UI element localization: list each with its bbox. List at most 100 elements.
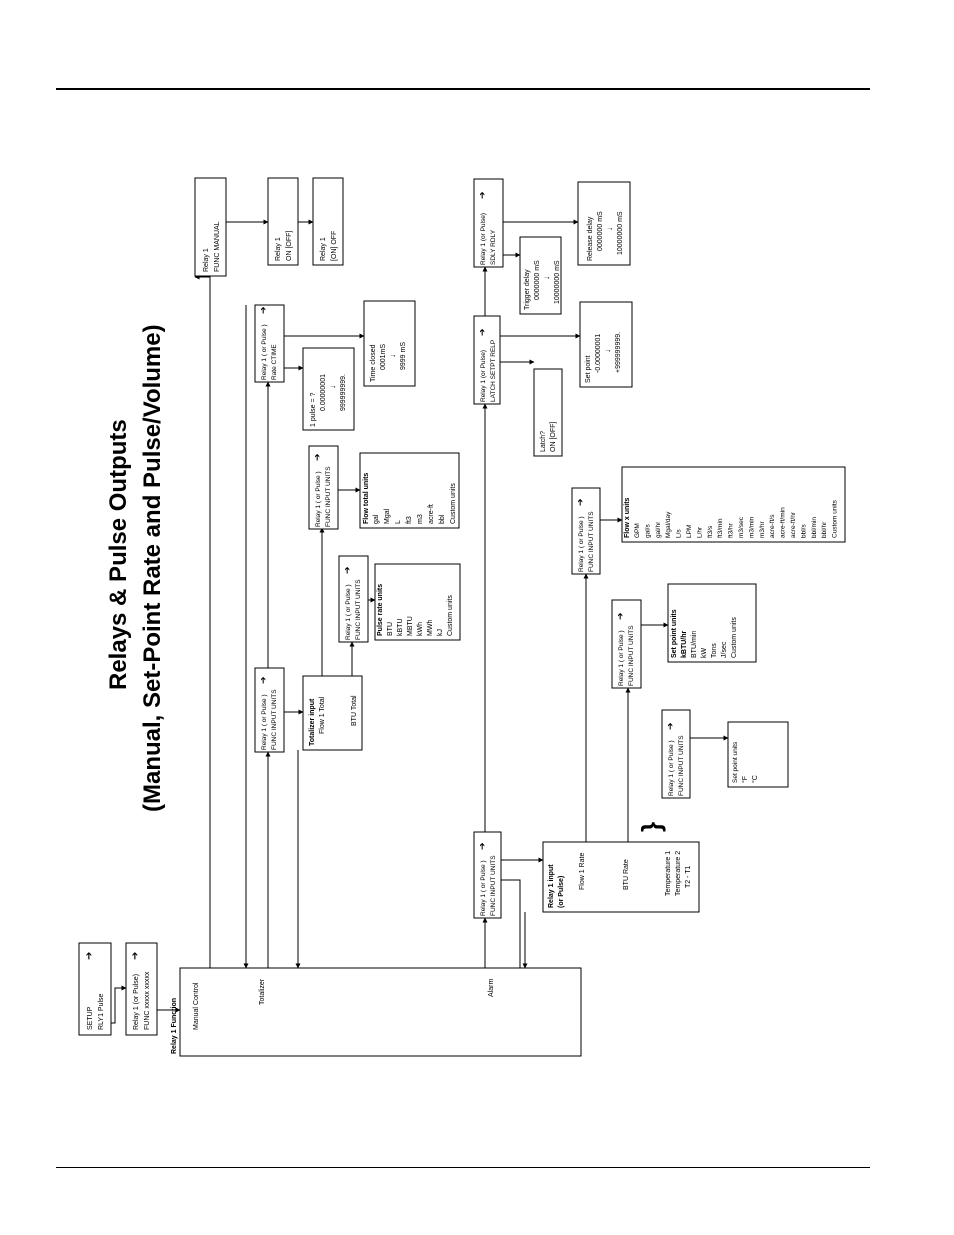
list-item: kBTU/hr — [681, 631, 688, 659]
svg-text:Pulse rate units: Pulse rate units — [377, 584, 384, 636]
temp-units-header-box: Relay 1 ( or Pulse ) ➔ FUNC INPUT UNITS — [661, 709, 691, 799]
latch-header-box: Relay 1 (or Pulse) ➔ LATCH SETPT RELP — [473, 315, 501, 405]
list-item: kW — [701, 648, 708, 659]
svg-text:Relay 1 (or Pulse): Relay 1 (or Pulse) — [133, 974, 140, 1030]
svg-text:Temperature 1: Temperature 1 — [665, 851, 672, 896]
time-closed-box: Time closed 0001mS ↓ 9999 mS — [363, 300, 416, 387]
list-item: ft3/s — [707, 525, 714, 538]
list-item: L/s — [676, 529, 683, 538]
setup-box: SETUP ➔ RLY1 Pulse — [78, 942, 112, 1036]
relay-func-box: Relay 1 (or Pulse) ➔ FUNC xxxxx xxxxx — [125, 942, 158, 1036]
svg-text:↓: ↓ — [388, 354, 397, 358]
trigger-delay-box: Trigger delay 0000000 mS ↓ 10000000 mS — [519, 236, 562, 315]
curly-brace-icon: } — [636, 822, 666, 832]
svg-text:Manual Control: Manual Control — [193, 982, 200, 1030]
pulse-units-header-box: Relay 1 ( or Pulse ) ➔ FUNC INPUT UNITS — [338, 555, 369, 643]
svg-text:↓: ↓ — [605, 227, 614, 231]
right-arrow-icon: ➔ — [477, 842, 487, 850]
svg-text:Trigger delay: Trigger delay — [524, 269, 531, 310]
svg-text:Temperature 2: Temperature 2 — [675, 851, 682, 896]
right-arrow-icon: ➔ — [575, 498, 585, 506]
svg-text:Relay 1 ( or Pulse ): Relay 1 ( or Pulse ) — [315, 471, 322, 527]
list-item: BTU/min — [691, 631, 698, 658]
list-item: Custom units — [447, 595, 454, 636]
svg-text:+999999999.: +999999999. — [615, 332, 622, 373]
svg-text:999999999.: 999999999. — [340, 374, 347, 411]
svg-text:Totalizer input: Totalizer input — [309, 698, 316, 746]
list-item: acre-ft/hr — [790, 511, 797, 538]
manual-to-func-line — [194, 274, 211, 968]
svg-text:Relay 1 ( or Pulse ): Relay 1 ( or Pulse ) — [480, 860, 487, 916]
svg-text:Relay 1 ( or Pulse ): Relay 1 ( or Pulse ) — [668, 740, 675, 796]
right-arrow-icon: ➔ — [258, 306, 268, 314]
svg-text:ON [OFF]: ON [OFF] — [550, 422, 557, 452]
svg-text:0001mS: 0001mS — [380, 344, 387, 370]
svg-text:Time closed: Time closed — [370, 344, 377, 382]
svg-text:↓: ↓ — [603, 349, 612, 353]
sdly-header-box: Relay 1 (or Pulse) ➔ SDLY RDLY — [473, 178, 504, 268]
list-item: ft3/min — [717, 518, 724, 538]
svg-text:FUNC xxxxx xxxxx: FUNC xxxxx xxxxx — [144, 971, 151, 1030]
svg-text:Totalizer: Totalizer — [259, 978, 266, 1005]
list-item: bbl — [439, 514, 446, 524]
right-arrow-icon: ➔ — [130, 952, 141, 960]
list-item: BTU — [387, 622, 394, 636]
relay-function-box: Relay 1 Function Manual Control Totalize… — [171, 967, 582, 1057]
svg-text:SETUP: SETUP — [87, 1006, 94, 1030]
svg-text:10000000 mS: 10000000 mS — [554, 260, 561, 304]
on-off-box-1: Relay 1 ON [OFF] — [267, 177, 299, 266]
list-item: LPM — [686, 525, 693, 538]
svg-text:Set point units: Set point units — [671, 609, 678, 658]
connectors — [94, 219, 729, 1024]
svg-text:FUNC INPUT UNITS: FUNC INPUT UNITS — [271, 689, 278, 750]
list-item: m3/hr — [759, 521, 766, 538]
alarm-units-box: Relay 1 ( or Pulse ) ➔ FUNC INPUT UNITS — [473, 831, 502, 919]
svg-text:(Manual, Set-Point Rate and Pu: (Manual, Set-Point Rate and Pulse/Volume… — [139, 324, 166, 812]
svg-text:↓: ↓ — [542, 276, 551, 280]
svg-text:(or Pulse): (or Pulse) — [558, 876, 565, 908]
list-item: m3 — [417, 514, 424, 524]
svg-text:Relay 1 (or Pulse): Relay 1 (or Pulse) — [480, 350, 487, 402]
svg-text:Relay 1 ( or Pulse ): Relay 1 ( or Pulse ) — [618, 630, 625, 686]
list-item: kBTU — [397, 619, 404, 637]
svg-text:0000000 mS: 0000000 mS — [534, 260, 541, 300]
svg-text:FUNC MANUAL: FUNC MANUAL — [214, 221, 221, 272]
svg-text:FUNC INPUT UNITS: FUNC INPUT UNITS — [678, 735, 685, 796]
svg-text:1 pulse = ?: 1 pulse = ? — [310, 392, 317, 427]
on-off-box-2: Relay 1 [ON] OFF — [312, 177, 344, 266]
list-item: bbl/min — [811, 517, 818, 538]
svg-text:FUNC INPUT UNITS: FUNC INPUT UNITS — [325, 466, 332, 527]
pulse-equals-box: 1 pulse = ? 0.00000001 ↓ 999999999. — [302, 347, 355, 431]
svg-text:Flow 1 Total: Flow 1 Total — [319, 696, 326, 734]
svg-text:Flow x units: Flow x units — [624, 497, 631, 538]
svg-text:Set point units: Set point units — [732, 741, 739, 783]
svg-text:LATCH SETPT RELP: LATCH SETPT RELP — [490, 340, 497, 402]
svg-text:Rate CTIME: Rate CTIME — [271, 344, 278, 380]
list-item: J/sec — [721, 641, 728, 658]
svg-text:FUNC INPUT UNITS: FUNC INPUT UNITS — [628, 625, 635, 686]
svg-text:Alarm: Alarm — [488, 979, 495, 997]
bottom-rule — [56, 1167, 870, 1168]
list-item: GPM — [634, 523, 641, 538]
svg-text:FUNC INPUT UNITS: FUNC INPUT UNITS — [588, 511, 595, 572]
svg-text:SDLY RDLY: SDLY RDLY — [490, 229, 497, 265]
svg-text:ON [OFF]: ON [OFF] — [286, 231, 293, 261]
svg-text:Relay 1: Relay 1 — [203, 248, 210, 272]
svg-text:FUNC INPUT UNITS: FUNC INPUT UNITS — [355, 579, 362, 640]
svg-text:BTU Total: BTU Total — [351, 695, 358, 726]
svg-text:10000000 mS: 10000000 mS — [617, 211, 624, 255]
manual-func-box: Relay 1 FUNC MANUAL — [194, 177, 227, 277]
svg-text:Release delay: Release delay — [587, 216, 594, 261]
svg-text:FUNC INPUT UNITS: FUNC INPUT UNITS — [490, 855, 497, 916]
list-item: Custom units — [450, 483, 457, 524]
svg-text:[ON] OFF: [ON] OFF — [331, 231, 338, 261]
btu-units-header-box: Relay 1 ( or Pulse ) ➔ FUNC INPUT UNITS — [611, 599, 642, 689]
list-item: m3/min — [748, 516, 755, 538]
svg-text:Relay 1: Relay 1 — [320, 237, 327, 261]
list-item: MBTU — [407, 616, 414, 636]
list-item: gal — [373, 514, 380, 524]
